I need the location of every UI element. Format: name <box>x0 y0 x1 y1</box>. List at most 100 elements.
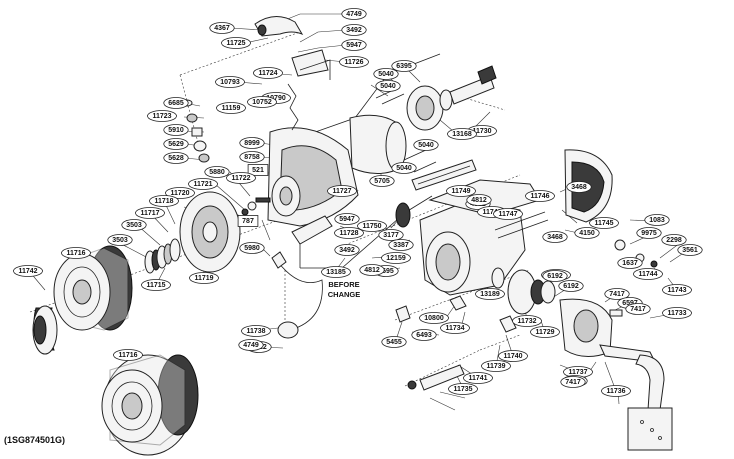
part-callout-4749: 4749 <box>341 8 367 20</box>
part-number: 11745 <box>594 220 613 227</box>
part-callout-3503: 3503 <box>107 234 133 246</box>
part-number: 3387 <box>393 242 409 249</box>
part-number: 11727 <box>332 188 351 195</box>
part-callout-11716: 11716 <box>113 349 143 361</box>
callout-badge <box>391 60 417 72</box>
callout-badge <box>13 265 43 277</box>
part-number: 11159 <box>222 105 241 112</box>
part-number: 6597 <box>622 300 638 307</box>
part-number: 4812 <box>471 197 487 204</box>
part-number: 1083 <box>649 217 665 224</box>
part-callout-11745: 11745 <box>589 217 619 229</box>
part-callout-9975: 9975 <box>636 227 662 239</box>
callout-badge <box>189 272 219 284</box>
part-callout-6395: 6395 <box>391 60 417 72</box>
part-callout-11733: 11733 <box>662 307 692 319</box>
part-callout-4150: 4150 <box>574 227 600 239</box>
part-callout-11727: 11727 <box>327 185 357 197</box>
part-callout-11717: 11717 <box>135 207 165 219</box>
part-number: 11747 <box>498 211 517 218</box>
callout-badge <box>419 312 449 324</box>
callout-badge <box>237 215 259 227</box>
part-number: 8758 <box>244 154 260 161</box>
callout-badge <box>341 8 367 20</box>
part-callout-11742: 11742 <box>13 265 43 277</box>
part-number: 11716 <box>66 250 85 257</box>
part-number: 5910 <box>168 127 184 134</box>
callout-badge <box>388 239 414 251</box>
part-number: 11741 <box>468 375 487 382</box>
callout-badge <box>253 67 283 79</box>
callout-badge <box>560 376 586 388</box>
part-number: 3492 <box>339 247 355 254</box>
part-callout-11728: 11728 <box>334 227 364 239</box>
callout-badge <box>558 280 584 292</box>
callout-badge <box>334 213 360 225</box>
part-number: 11732 <box>517 318 536 325</box>
callout-badge <box>411 329 437 341</box>
part-number: 11749 <box>451 188 470 195</box>
part-callout-11737: 11737 <box>563 366 593 378</box>
part-number: 11724 <box>258 70 277 77</box>
part-number: 5705 <box>374 178 390 185</box>
callout-badge <box>107 234 133 246</box>
part-callout-11715: 11715 <box>141 279 171 291</box>
part-callout-11735: 11735 <box>448 383 478 395</box>
part-number: 4367 <box>214 25 230 32</box>
callout-badge <box>633 268 663 280</box>
callout-badge <box>589 217 619 229</box>
part-number: 11736 <box>606 388 625 395</box>
callout-badge <box>216 102 246 114</box>
callout-badge <box>375 80 401 92</box>
callout-badge <box>604 288 630 300</box>
part-number: 11746 <box>530 193 549 200</box>
callout-badge <box>241 325 271 337</box>
callout-badge <box>475 288 505 300</box>
part-callout-3492: 3492 <box>334 244 360 256</box>
small-parts-column <box>181 99 271 216</box>
part-number: 3503 <box>112 237 128 244</box>
part-callout-11750: 11750 <box>357 220 387 232</box>
part-number: 5040 <box>378 71 394 78</box>
note-line-2: CHANGE <box>328 290 361 299</box>
part-callout-11729: 11729 <box>530 326 560 338</box>
part-number: 3177 <box>383 232 399 239</box>
part-number: 4749 <box>346 11 362 18</box>
part-callout-5947: 5947 <box>341 39 367 51</box>
diagram-code: (1SG874501G) <box>4 435 66 445</box>
part-number: 4749 <box>243 342 259 349</box>
callout-badge <box>381 252 411 264</box>
part-number: 13168 <box>452 131 472 138</box>
note-line-1: BEFORE <box>328 280 359 289</box>
part-number: 11720 <box>170 190 189 197</box>
part-callout-11719: 11719 <box>189 272 219 284</box>
part-callout-4812: 4812 <box>359 264 385 276</box>
part-callout-3177: 3177 <box>378 229 404 241</box>
part-number: 11748 <box>482 209 501 216</box>
part-number: 7417 <box>609 291 625 298</box>
part-number: 3492 <box>346 27 362 34</box>
part-number: 10752 <box>252 99 272 106</box>
part-number: 5040 <box>418 142 434 149</box>
part-number: 5947 <box>346 42 362 49</box>
part-callout-5455: 5455 <box>381 336 407 348</box>
callout-badge <box>121 219 147 231</box>
part-callout-11720: 11720 <box>165 187 195 199</box>
part-callout-8999: 8999 <box>239 137 265 149</box>
spare-spool <box>101 354 199 456</box>
part-number: 11742 <box>18 268 37 275</box>
part-callout-11724: 11724 <box>253 67 283 79</box>
part-callout-3561: 3561 <box>677 244 703 256</box>
callout-badge <box>135 207 165 219</box>
part-callout-11159: 11159 <box>216 102 246 114</box>
part-number: 1637 <box>622 260 638 267</box>
part-number: 7417 <box>565 379 581 386</box>
part-number: 5880 <box>209 169 225 176</box>
part-number: 6192 <box>563 283 579 290</box>
part-number: 11729 <box>535 329 554 336</box>
callout-badge <box>661 234 687 246</box>
part-number: 13185 <box>326 269 346 276</box>
callout-badge <box>574 227 600 239</box>
callout-badge <box>373 68 399 80</box>
